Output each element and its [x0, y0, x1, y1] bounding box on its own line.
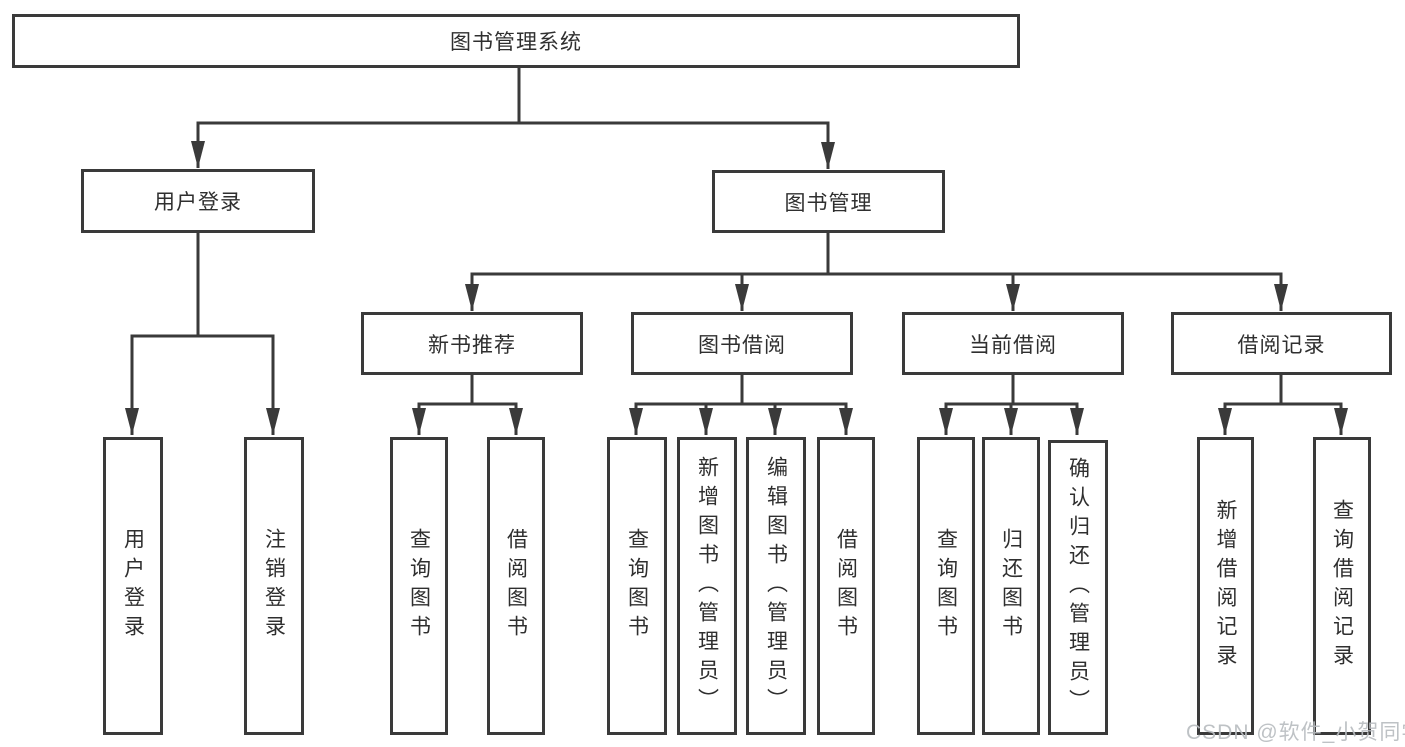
leaf-logout-label: 注销登录 [262, 528, 286, 644]
node-current-borrowing-label: 当前借阅 [969, 333, 1057, 357]
leaf-logout: 注销登录 [244, 437, 304, 735]
leaf-add-borrow-record: 新增借阅记录 [1197, 437, 1254, 735]
leaf-query-books-recommend-label: 查询图书 [407, 528, 431, 644]
node-borrowing-records-label: 借阅记录 [1237, 333, 1326, 357]
leaf-user-login-label: 用户登录 [121, 528, 145, 644]
leaf-query-books-current: 查询图书 [917, 437, 975, 735]
leaf-add-borrow-record-label: 新增借阅记录 [1214, 499, 1237, 673]
node-root-system: 图书管理系统 [12, 14, 1020, 68]
node-book-management-label: 图书管理 [784, 191, 873, 215]
node-book-borrowing-label: 图书借阅 [698, 333, 786, 357]
node-user-login: 用户登录 [81, 169, 315, 233]
node-new-book-recommend: 新书推荐 [361, 312, 583, 375]
leaf-user-login: 用户登录 [103, 437, 163, 735]
leaf-query-borrow-record: 查询借阅记录 [1313, 437, 1371, 735]
leaf-query-books-recommend: 查询图书 [390, 437, 448, 735]
node-current-borrowing: 当前借阅 [902, 312, 1124, 375]
node-borrowing-records: 借阅记录 [1171, 312, 1392, 375]
leaf-return-book-label: 归还图书 [999, 528, 1023, 644]
leaf-confirm-return-admin: 确认归还（管理员） [1048, 440, 1108, 735]
node-root-label: 图书管理系统 [450, 31, 582, 54]
leaf-borrow-books-recommend-label: 借阅图书 [504, 528, 528, 644]
leaf-query-books-borrowing-label: 查询图书 [625, 528, 649, 644]
leaf-borrow-books-recommend: 借阅图书 [487, 437, 545, 735]
csdn-watermark: CSDN @软件_小贺同学 [1186, 721, 1405, 744]
leaf-query-borrow-record-label: 查询借阅记录 [1330, 499, 1354, 673]
leaf-borrow-books-borrowing-label: 借阅图书 [834, 528, 858, 644]
leaf-query-books-current-label: 查询图书 [934, 528, 958, 644]
leaf-edit-book-admin: 编辑图书（管理员） [746, 437, 806, 735]
leaf-query-books-borrowing: 查询图书 [607, 437, 667, 735]
node-user-login-label: 用户登录 [154, 191, 242, 214]
node-book-management: 图书管理 [712, 170, 945, 233]
leaf-add-book-admin: 新增图书（管理员） [677, 437, 737, 735]
leaf-borrow-books-borrowing: 借阅图书 [817, 437, 875, 735]
leaf-edit-book-admin-label: 编辑图书（管理员） [764, 455, 788, 717]
node-new-book-recommend-label: 新书推荐 [428, 333, 516, 357]
leaf-confirm-return-admin-label: 确认归还（管理员） [1066, 457, 1090, 718]
node-book-borrowing: 图书借阅 [631, 312, 853, 375]
leaf-add-book-admin-label: 新增图书（管理员） [695, 455, 719, 717]
leaf-return-book: 归还图书 [982, 437, 1040, 735]
